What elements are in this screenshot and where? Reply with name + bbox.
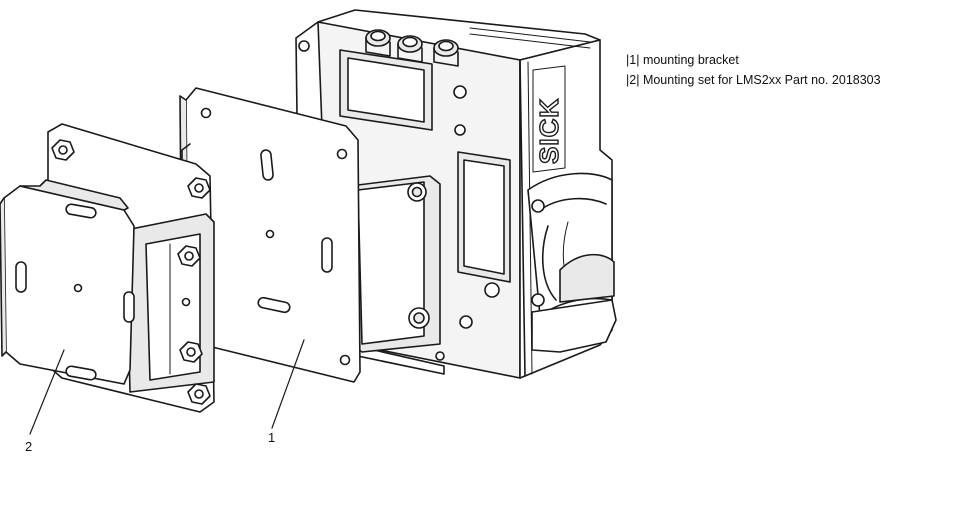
legend: |1| mounting bracket |2| Mounting set fo… <box>626 50 881 90</box>
legend-key: |1| <box>626 53 640 67</box>
legend-text: mounting bracket <box>642 53 739 67</box>
mounting-set-2 <box>0 123 215 413</box>
callout-label-2: 2 <box>25 439 32 454</box>
connector-plugs <box>365 29 459 67</box>
mounting-bracket-1 <box>179 87 441 383</box>
legend-item: |2| Mounting set for LMS2xx Part no. 201… <box>626 70 881 90</box>
hex-bolts <box>51 139 211 405</box>
callout-label-1: 1 <box>268 430 275 445</box>
legend-key: |2| <box>626 73 640 87</box>
legend-text: Mounting set for LMS2xx Part no. 2018303 <box>642 73 881 87</box>
leader-line-2 <box>29 349 65 435</box>
brand-logo: SICK <box>534 98 564 164</box>
legend-item: |1| mounting bracket <box>626 50 881 70</box>
leader-line-1 <box>271 339 305 429</box>
